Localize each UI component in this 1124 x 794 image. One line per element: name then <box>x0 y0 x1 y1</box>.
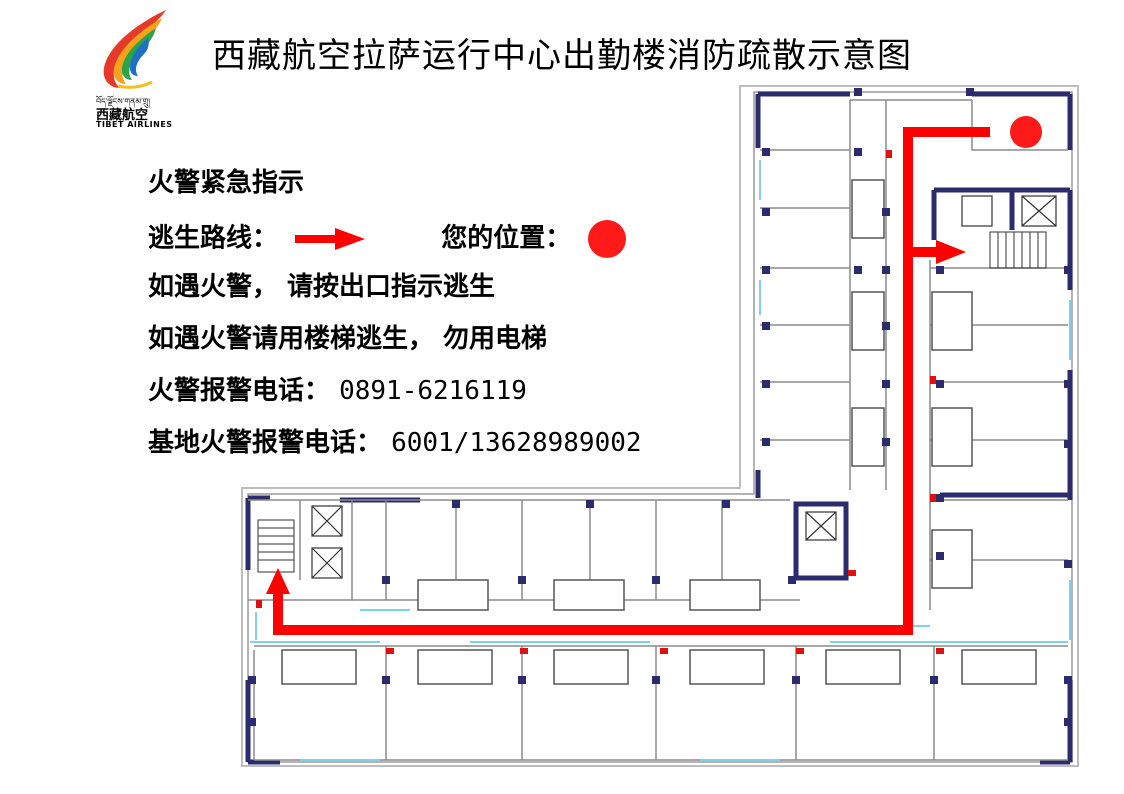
bathroom-units <box>281 179 1037 685</box>
fire-phone-number: 0891-6216119 <box>339 376 527 406</box>
position-legend-label: 您的位置： <box>441 223 572 254</box>
structural-columns <box>248 88 1072 726</box>
route-arrow-up <box>266 568 290 594</box>
elevator-shafts <box>311 195 1057 579</box>
base-phone-label: 基地火警报警电话： <box>148 428 383 458</box>
position-dot-icon <box>588 220 627 258</box>
you-are-here-marker <box>1010 116 1042 148</box>
instruction-line-2: 如遇火警请用楼梯逃生， 勿用电梯 <box>148 324 548 354</box>
legend-row: 逃生路线： 您的位置： <box>148 220 642 272</box>
page-title: 西藏航空拉萨运行中心出勤楼消防疏散示意图 <box>212 36 912 76</box>
fire-phone-label: 火警报警电话： <box>148 376 331 406</box>
fire-extinguishers <box>256 150 944 654</box>
logo-chinese-name: 西藏航空 <box>96 108 149 123</box>
room-partitions <box>248 99 1068 761</box>
stairs <box>257 231 1047 573</box>
route-legend-label: 逃生路线： <box>148 223 279 254</box>
base-phone-number: 6001/13628989002 <box>391 428 642 458</box>
instruction-line-1: 如遇火警， 请按出口指示逃生 <box>148 272 496 302</box>
route-arrow-icon <box>295 228 366 250</box>
tibet-airlines-logo <box>103 10 166 89</box>
instruction-panel: 火警紧急指示 逃生路线： 您的位置： 如遇火警， 请按出口指示逃生 如遇火警请用… <box>148 168 642 480</box>
escape-route <box>266 127 990 635</box>
logo-tibetan-text: བོད་ལྗོངས་གནམ་གྲུ། <box>96 97 151 106</box>
logo-english-name: TIBET AIRLINES <box>96 120 173 129</box>
legend-header: 火警紧急指示 <box>148 168 305 198</box>
fire-phone-row: 火警报警电话： 0891-6216119 <box>148 376 642 428</box>
route-arrow-right <box>936 240 966 264</box>
base-phone-row: 基地火警报警电话： 6001/13628989002 <box>148 428 642 480</box>
